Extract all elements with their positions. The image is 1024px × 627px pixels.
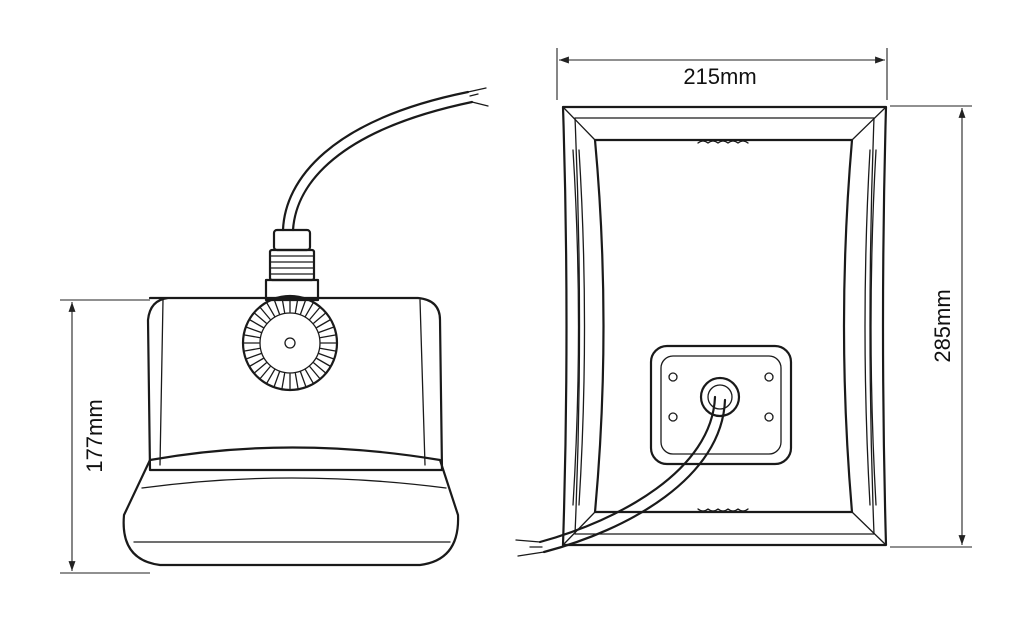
knob-tick (299, 299, 307, 315)
knob-tick (319, 347, 336, 352)
knob-tick (246, 326, 262, 334)
knob-tick (273, 299, 281, 315)
knob-tick (266, 302, 276, 317)
side-connector (264, 228, 320, 302)
knob-tick (299, 371, 307, 387)
knob-tick (316, 357, 331, 367)
knob-tick (254, 312, 267, 324)
knob-tick (259, 307, 271, 320)
knob-tick (294, 297, 299, 314)
knob-tick (281, 372, 286, 389)
knob-tick (309, 366, 321, 379)
side-mount-knob (241, 294, 339, 392)
width-dimension: 215mm (556, 48, 888, 100)
knob-tick (259, 366, 271, 379)
side-cable (281, 87, 489, 232)
knob-tick (304, 302, 314, 317)
knob-tick (313, 362, 326, 374)
knob-tick (294, 372, 299, 389)
side-view: 177mm (60, 87, 489, 574)
knob-tick (318, 352, 334, 360)
width-label: 215mm (683, 64, 756, 89)
knob-tick (309, 307, 321, 320)
terminal-plate (649, 344, 793, 466)
front-cable (515, 395, 727, 557)
knob-tick (244, 347, 261, 352)
height-dimension: 285mm (890, 105, 972, 548)
front-housing (561, 105, 888, 547)
depth-label: 177mm (82, 399, 107, 472)
knob-tick (249, 319, 264, 329)
knob-tick (266, 369, 276, 384)
knob-tick (273, 371, 281, 387)
knob-tick (318, 326, 334, 334)
knob-tick (319, 334, 336, 339)
height-label: 285mm (930, 289, 955, 362)
knob-tick (246, 352, 262, 360)
knob-tick (244, 334, 261, 339)
side-housing (122, 296, 460, 567)
knob-tick (249, 357, 264, 367)
knob-tick (254, 362, 267, 374)
depth-dimension: 177mm (60, 299, 150, 574)
knob-tick (281, 297, 286, 314)
knob-tick (313, 312, 326, 324)
front-view: 215mm 285mm (515, 48, 972, 557)
knob-tick (304, 369, 314, 384)
knob-tick (316, 319, 331, 329)
